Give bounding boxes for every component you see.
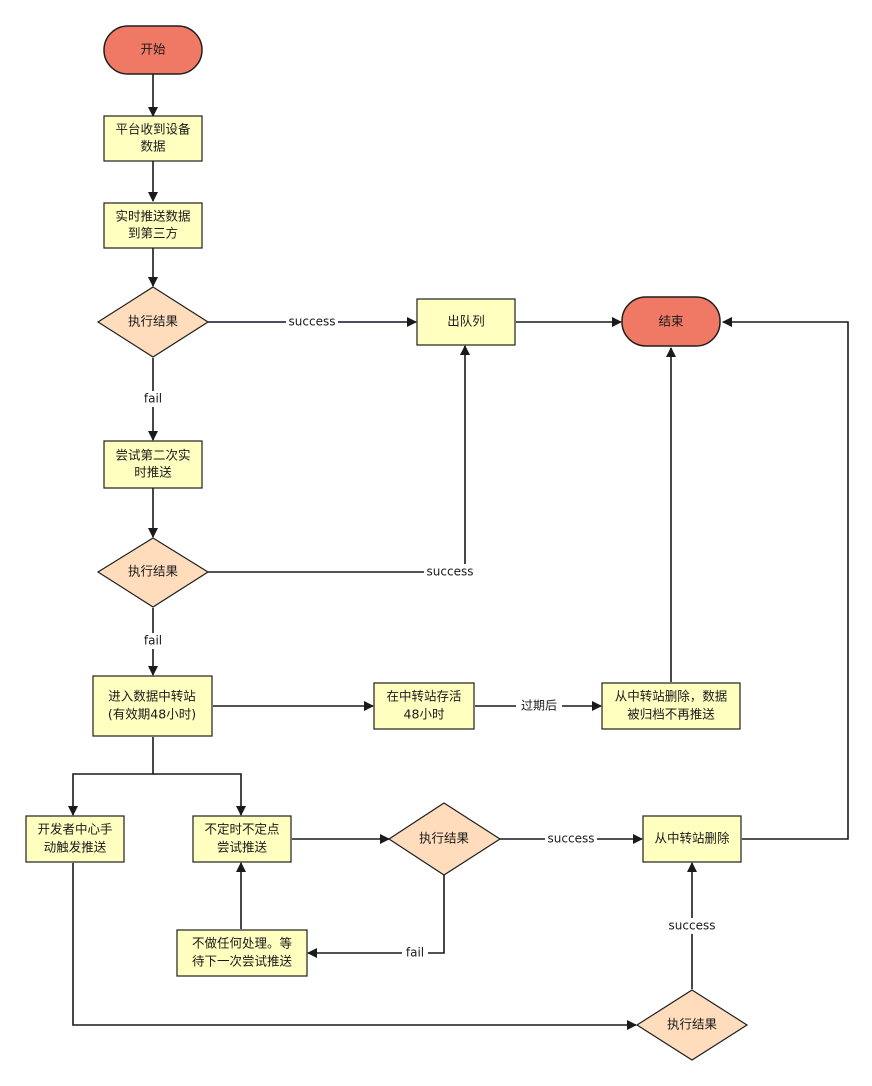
- node-end-label: 结束: [658, 314, 684, 329]
- node-result-2: 执行结果: [96, 537, 210, 608]
- edge-label-fail-2: fail: [144, 634, 162, 648]
- node-archive-line1: 从中转站删除，数据: [615, 689, 728, 704]
- edge-label-success-2: success: [427, 565, 474, 579]
- node-store-line2: 48小时: [404, 707, 445, 722]
- node-dequeue: 出队列: [416, 298, 516, 346]
- edge-label-fail-1: fail: [144, 392, 162, 406]
- node-start: 开始: [103, 25, 203, 75]
- node-wait-line2: 待下一次尝试推送: [192, 954, 293, 969]
- node-result-1: 执行结果: [96, 286, 210, 358]
- node-store: 在中转站存活 48小时: [373, 682, 475, 730]
- node-result-3-label: 执行结果: [419, 831, 470, 846]
- node-receive-line2: 数据: [140, 139, 165, 154]
- node-random-retry: 不定时不定点 尝试推送: [192, 815, 292, 863]
- node-wait: 不做任何处理。等 待下一次尝试推送: [176, 929, 308, 977]
- node-result-2-label: 执行结果: [128, 564, 179, 579]
- node-store-line1: 在中转站存活: [386, 689, 461, 704]
- edge-result3-wait: [307, 875, 445, 958]
- node-wait-line1: 不做任何处理。等: [192, 936, 292, 951]
- node-delete-label: 从中转站删除: [654, 831, 730, 846]
- node-push-line1: 实时推送数据: [115, 209, 190, 224]
- node-push-line2: 到第三方: [128, 226, 178, 241]
- node-retry-line1: 尝试第二次实: [115, 448, 190, 463]
- node-push-realtime: 实时推送数据 到第三方: [103, 202, 203, 249]
- node-relay: 进入数据中转站 (有效期48小时): [92, 675, 213, 737]
- node-result-4-label: 执行结果: [667, 1017, 718, 1032]
- edge-result2-dequeue: [208, 345, 470, 573]
- node-random-line1: 不定时不定点: [204, 822, 279, 837]
- node-retry-line2: 时推送: [134, 465, 172, 480]
- node-end: 结束: [621, 296, 721, 347]
- node-result-1-label: 执行结果: [128, 314, 179, 329]
- edge-label-expired: 过期后: [521, 699, 557, 713]
- edge-relay-random: [153, 773, 246, 816]
- node-archive: 从中转站删除，数据 被归档不再推送: [601, 682, 741, 730]
- node-relay-line2: (有效期48小时): [108, 707, 196, 722]
- node-archive-line2: 被归档不再推送: [627, 707, 715, 722]
- edge-relay-manual: [68, 737, 154, 816]
- edge-delete-end: [722, 317, 849, 840]
- node-result-4: 执行结果: [635, 989, 749, 1061]
- edge-label-success-1: success: [289, 315, 336, 329]
- node-delete: 从中转站删除: [642, 815, 742, 863]
- node-start-label: 开始: [140, 42, 166, 57]
- node-dequeue-label: 出队列: [447, 314, 485, 329]
- node-retry: 尝试第二次实 时推送: [103, 440, 203, 489]
- node-receive: 平台收到设备 数据: [103, 115, 203, 162]
- edge-label-fail-3: fail: [406, 946, 424, 960]
- node-result-3: 执行结果: [387, 802, 502, 876]
- edge-labels: success fail success fail 过期后 success fa…: [140, 314, 718, 961]
- edges: [68, 74, 849, 1030]
- edge-label-success-3: success: [548, 832, 595, 846]
- node-receive-line1: 平台收到设备: [115, 122, 191, 137]
- node-random-line2: 尝试推送: [217, 840, 268, 855]
- edge-label-success-4: success: [669, 919, 716, 933]
- node-manual-line1: 开发者中心手: [37, 822, 112, 837]
- node-relay-line1: 进入数据中转站: [108, 689, 196, 704]
- edge-manual-result4: [72, 863, 637, 1030]
- node-manual-line2: 动触发推送: [44, 840, 107, 855]
- node-manual: 开发者中心手 动触发推送: [25, 815, 125, 863]
